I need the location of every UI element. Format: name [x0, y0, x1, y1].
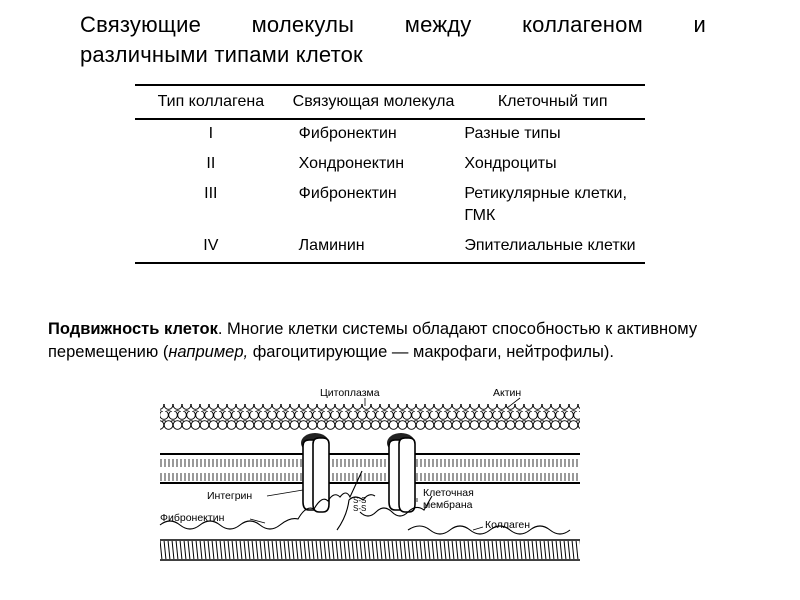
page-title: Связующие молекулы между коллагеном и ра… — [80, 10, 706, 70]
header-linking-molecule: Связующая молекула — [292, 93, 455, 110]
cell-cell-type: Хондроциты — [464, 155, 557, 172]
cell-cell-type: Разные типы — [464, 125, 561, 142]
title-line-2: различными типами клеток — [80, 42, 363, 67]
cell-collagen-type: I — [208, 125, 214, 142]
integrin-right — [387, 433, 416, 513]
label-cytoplasm: Цитоплазма — [320, 387, 380, 399]
header-collagen-type: Тип коллагена — [157, 93, 265, 110]
table-row: II Хондронектин Хондроциты — [135, 150, 645, 180]
table-row: IV Ламинин Эпителиальные клетки — [135, 232, 645, 263]
label-collagen: Коллаген — [485, 519, 530, 531]
integrin-diagram: Цитоплазма Актин Интегрин Клеточная мемб… — [159, 387, 580, 561]
cell-collagen-type: III — [204, 185, 218, 202]
header-cell-type: Клеточный тип — [497, 93, 608, 110]
cell-membrane — [160, 453, 580, 484]
label-disulfide-2: S-S — [353, 504, 366, 513]
collagen-layer — [160, 539, 580, 561]
cell-cell-type: Ретикулярные клетки, ГМК — [464, 185, 627, 224]
cell-collagen-type: IV — [203, 237, 219, 254]
label-fibronectin: Фибронектин — [160, 512, 225, 524]
table-row: I Фибронектин Разные типы — [135, 119, 645, 150]
paragraph-text-1: . Многие клетки системы обладают способн… — [48, 320, 698, 361]
label-membrane-1: Клеточная — [423, 487, 474, 499]
collagen-table: Тип коллагена Связующая молекула Клеточн… — [135, 84, 645, 264]
title-line-1: Связующие молекулы между коллагеном и — [80, 12, 706, 37]
integrin-left — [301, 433, 330, 513]
table-header-row: Тип коллагена Связующая молекула Клеточн… — [135, 85, 645, 119]
label-actin: Актин — [493, 387, 521, 399]
cell-molecule: Фибронектин — [298, 125, 397, 142]
paragraph-bold-term: Подвижность клеток — [48, 320, 218, 338]
actin-filament — [160, 404, 580, 430]
table-row: III Фибронектин Ретикулярные клетки, ГМК — [135, 180, 645, 232]
fibronectin-strand — [159, 470, 571, 535]
cell-molecule: Фибронектин — [298, 185, 397, 202]
label-integrin: Интегрин — [207, 490, 252, 502]
cell-motility-paragraph: Подвижность клеток. Многие клетки систем… — [48, 318, 748, 364]
label-disulfide-1: S-S — [353, 496, 366, 505]
paragraph-text-2: фагоцитирующие — макрофаги, нейтрофилы). — [248, 343, 614, 361]
cell-molecule: Хондронектин — [298, 155, 405, 172]
cell-cell-type: Эпителиальные клетки — [464, 237, 636, 254]
label-membrane-2: мембрана — [423, 499, 473, 511]
cell-molecule: Ламинин — [298, 237, 365, 254]
paragraph-italic: например, — [168, 343, 249, 361]
cell-collagen-type: II — [206, 155, 216, 172]
